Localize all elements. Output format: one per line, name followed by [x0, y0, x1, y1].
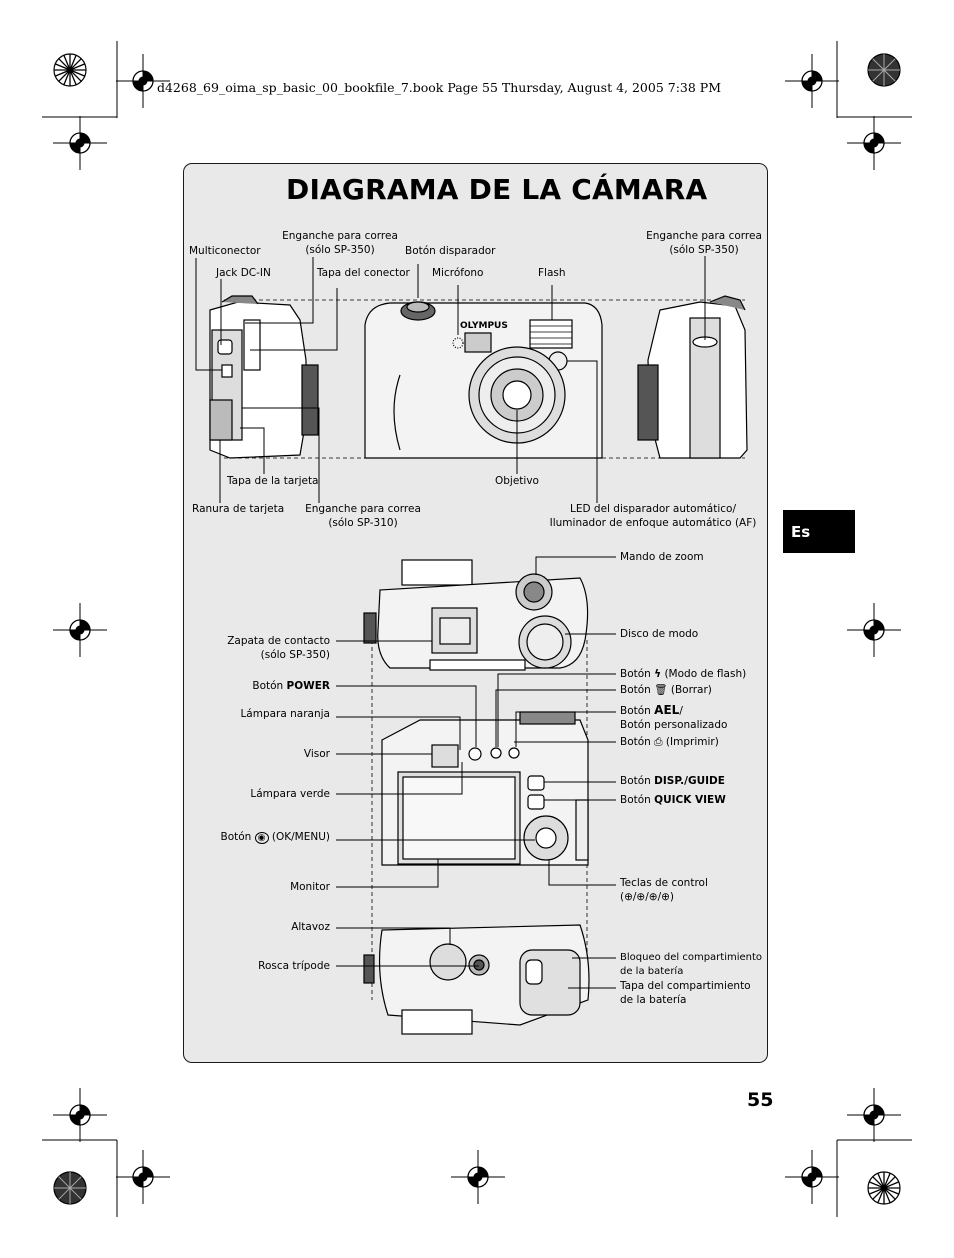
label-control-keys: Teclas de control (⊕/⊕/⊕/⊕): [620, 876, 708, 904]
label-qv-text: QUICK VIEW: [654, 794, 726, 806]
label-ael-button: Botón AEL/ Botón personalizado: [620, 703, 728, 731]
label-card-slot: Ranura de tarjeta: [192, 503, 285, 515]
camera-side-left: [209, 295, 319, 459]
ok-menu-icon: ◉: [254, 832, 269, 844]
label-quick-view-button: Botón QUICK VIEW: [620, 793, 726, 807]
label-tripod-socket: Rosca trípode: [258, 960, 330, 972]
label-battery-cover-2: de la batería: [620, 994, 687, 1006]
page-number: 55: [747, 1089, 774, 1111]
label-ael-text: AEL: [654, 703, 680, 717]
label-hot-shoe-2: (sólo SP-350): [260, 649, 330, 661]
label-battery-lock-1: Bloqueo del compartimiento: [620, 952, 763, 963]
label-hot-shoe: Zapata de contacto (sólo SP-350): [200, 634, 330, 662]
label-strap-eyelet-right: Enganche para correa (sólo SP-350): [645, 229, 763, 257]
label-strap-eyelet-310: Enganche para correa (sólo SP-310): [304, 502, 422, 530]
trash-icon: 🗑: [654, 684, 668, 696]
label-shutter-button: Botón disparador: [405, 245, 496, 257]
label-battery-lock: Bloqueo del compartimiento de la batería: [620, 951, 762, 979]
label-hot-shoe-1: Zapata de contacto: [227, 635, 330, 647]
label-monitor: Monitor: [290, 881, 330, 893]
label-flash: Flash: [538, 267, 566, 279]
label-print-button: Botón ⎙ (Imprimir): [620, 735, 719, 749]
label-power-prefix: Botón: [252, 680, 284, 692]
label-power-text: POWER: [286, 680, 330, 692]
camera-front: OLYMPUS: [364, 301, 603, 459]
label-flash-mode-text: (Modo de flash): [664, 668, 747, 680]
label-zoom-lever: Mando de zoom: [620, 551, 704, 563]
label-custom-button: Botón personalizado: [620, 719, 728, 731]
label-disp-text: DISP./GUIDE: [654, 775, 725, 787]
label-erase-button: Botón 🗑 (Borrar): [620, 683, 712, 697]
language-tab: Es: [783, 510, 855, 553]
label-microphone: Micrófono: [432, 267, 484, 279]
label-qv-prefix: Botón: [620, 794, 651, 806]
label-control-keys-2: (⊕/⊕/⊕/⊕): [620, 891, 674, 903]
label-lens: Objetivo: [495, 475, 539, 487]
label-ok-menu-button: Botón ◉ (OK/MENU): [180, 830, 330, 845]
flash-icon: ϟ: [654, 668, 662, 680]
label-strap-eyelet-right-1: Enganche para correa: [646, 230, 762, 242]
camera-bottom: [363, 924, 590, 1035]
label-card-cover: Tapa de la tarjeta: [227, 475, 319, 487]
label-print-prefix: Botón: [620, 736, 651, 748]
label-strap-eyelet-right-2: (sólo SP-350): [669, 244, 739, 256]
label-speaker: Altavoz: [291, 921, 330, 933]
label-ok-prefix: Botón: [220, 831, 252, 843]
label-battery-cover-1: Tapa del compartimiento: [620, 980, 751, 992]
label-disp-guide-button: Botón DISP./GUIDE: [620, 774, 725, 788]
label-strap-eyelet-310-2: (sólo SP-310): [328, 517, 398, 529]
page-title: DIAGRAMA DE LA CÁMARA: [286, 173, 708, 206]
camera-back: [381, 711, 589, 866]
label-strap-eyelet-left-1: Enganche para correa: [282, 230, 398, 242]
label-connector-cover: Tapa del conector: [317, 267, 410, 279]
label-ok-text: (OK/MENU): [271, 831, 330, 843]
label-print-text: (Imprimir): [665, 736, 719, 748]
label-green-lamp: Lámpara verde: [250, 788, 330, 800]
label-strap-eyelet-left-2: (sólo SP-350): [305, 244, 375, 256]
brand-logo: OLYMPUS: [460, 321, 508, 331]
label-erase-prefix: Botón: [620, 684, 651, 696]
label-erase-text: (Borrar): [670, 684, 712, 696]
print-icon: ⎙: [654, 736, 663, 748]
label-self-timer-led: LED del disparador automático/ Iluminado…: [547, 502, 759, 530]
label-self-timer-led-1: LED del disparador automático/: [570, 503, 736, 515]
label-viewfinder: Visor: [303, 748, 330, 760]
file-header-text: d4268_69_oima_sp_basic_00_bookfile_7.boo…: [156, 80, 722, 95]
label-ael-prefix: Botón: [620, 705, 651, 717]
file-header: d4268_69_oima_sp_basic_00_bookfile_7.boo…: [0, 80, 954, 95]
label-control-keys-1: Teclas de control: [620, 877, 708, 889]
label-battery-lock-2: de la batería: [620, 966, 684, 977]
label-battery-cover: Tapa del compartimiento de la batería: [620, 979, 751, 1007]
label-strap-eyelet-310-1: Enganche para correa: [305, 503, 421, 515]
camera-side-right: [637, 295, 748, 459]
label-flash-mode-prefix: Botón: [620, 668, 651, 680]
label-strap-eyelet-left: Enganche para correa (sólo SP-350): [281, 229, 399, 257]
label-power-button: Botón POWER: [200, 679, 330, 693]
label-multiconector: Multiconector: [189, 245, 261, 257]
label-dc-in: Jack DC-IN: [216, 267, 271, 279]
camera-top: [363, 559, 589, 671]
label-orange-lamp: Lámpara naranja: [240, 708, 330, 720]
label-mode-dial: Disco de modo: [620, 628, 699, 640]
label-self-timer-led-2: Iluminador de enfoque automático (AF): [549, 517, 757, 529]
label-disp-prefix: Botón: [620, 775, 651, 787]
label-flash-mode-button: Botón ϟ (Modo de flash): [620, 667, 746, 681]
